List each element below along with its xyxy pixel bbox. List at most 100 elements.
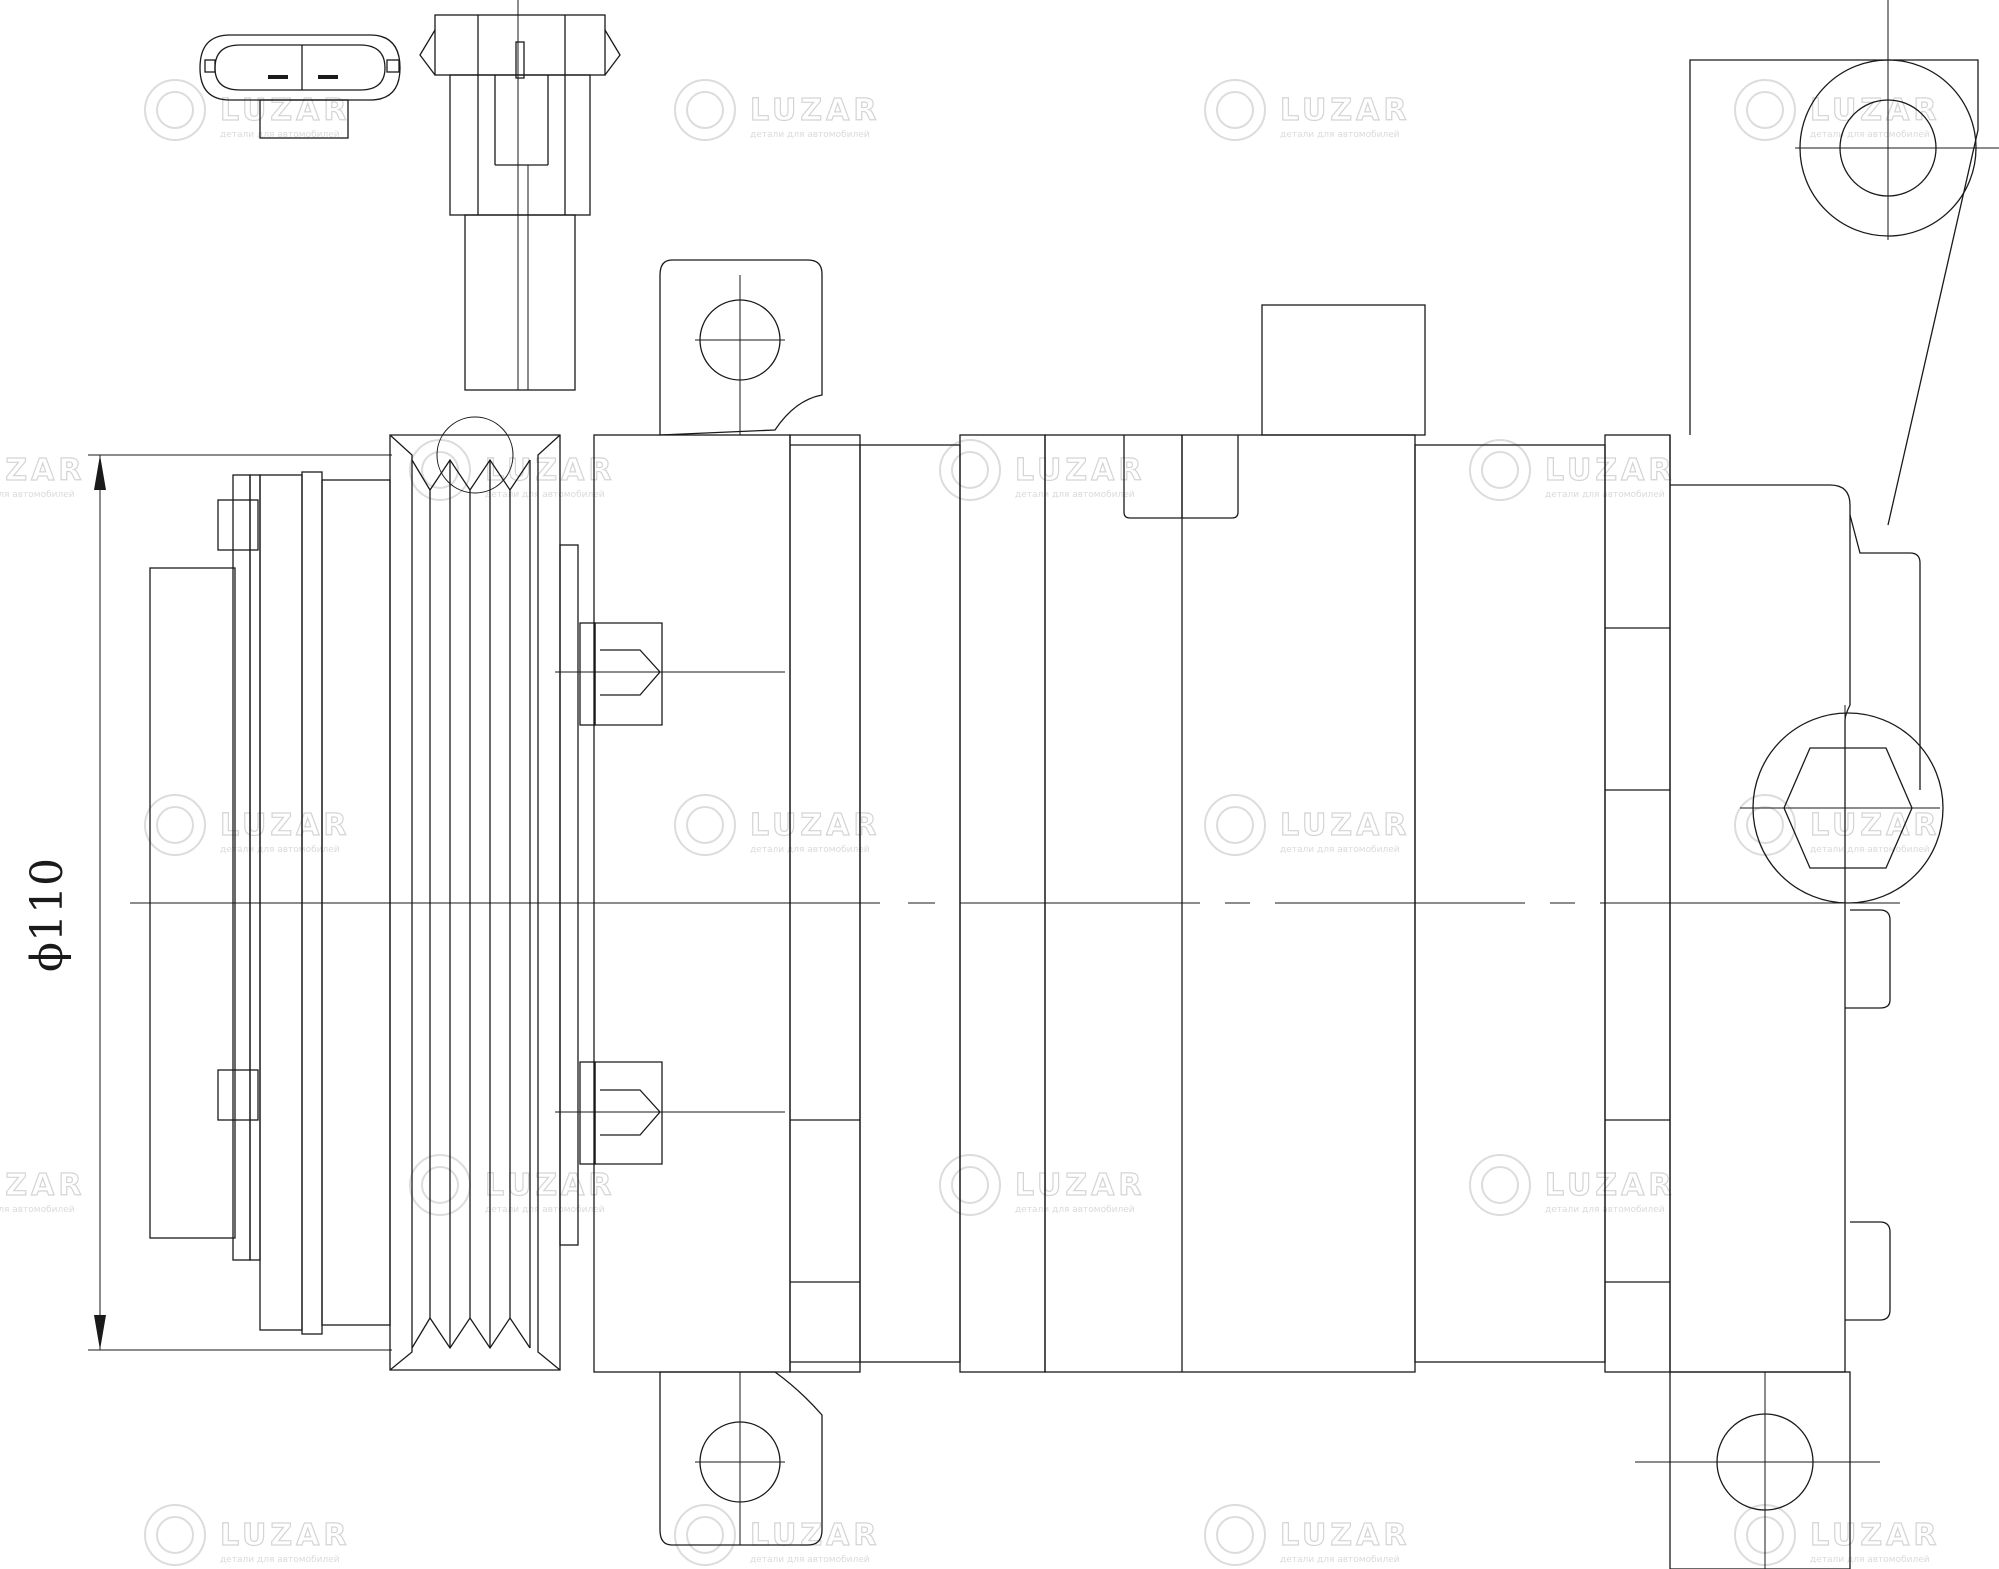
watermark: LUZAR детали для автомобилей (1204, 794, 1410, 856)
luzar-logo-icon (144, 1504, 206, 1566)
diameter-label: ϕ110 (22, 858, 73, 972)
watermark-tagline: детали для автомобилей (485, 490, 605, 500)
watermark: LUZAR детали для автомобилей (1734, 79, 1940, 141)
watermark: LUZAR детали для автомобилей (939, 1154, 1145, 1216)
watermark-brand: LUZAR (750, 808, 880, 843)
watermark-brand: LUZAR (1810, 1518, 1940, 1553)
luzar-logo-icon (1734, 79, 1796, 141)
luzar-logo-inner-icon (1481, 1166, 1519, 1204)
luzar-logo-icon (1469, 439, 1531, 501)
watermark-brand: LUZAR (220, 808, 350, 843)
luzar-logo-icon (939, 1154, 1001, 1216)
watermark-tagline: детали для автомобилей (0, 490, 75, 500)
luzar-logo-inner-icon (156, 1516, 194, 1554)
watermark: LUZAR детали для автомобилей (144, 1504, 350, 1566)
mounting-ear-bottom (659, 1371, 823, 1546)
watermark-tagline: детали для автомобилей (1015, 1205, 1135, 1215)
watermark-brand: LUZAR (1545, 1168, 1675, 1203)
luzar-logo-inner-icon (1746, 91, 1784, 129)
watermark-brand: LUZAR (1015, 453, 1145, 488)
watermark: LUZAR детали для автомобилей (674, 79, 880, 141)
luzar-logo-inner-icon (1216, 1516, 1254, 1554)
watermark-brand: LUZAR (485, 1168, 615, 1203)
watermark-tagline: детали для автомобилей (0, 1205, 75, 1215)
watermark-brand: LUZAR (750, 1518, 880, 1553)
luzar-logo-inner-icon (951, 1166, 989, 1204)
luzar-logo-icon (1204, 79, 1266, 141)
electrical-connector-side (419, 0, 621, 391)
electrical-connector-front (199, 34, 401, 139)
watermark-brand: LUZAR (1280, 808, 1410, 843)
watermark-brand: LUZAR (1810, 808, 1940, 843)
watermark-brand: LUZAR (1280, 93, 1410, 128)
watermark-tagline: детали для автомобилей (1810, 845, 1930, 855)
mounting-ear-top (659, 259, 823, 436)
luzar-logo-inner-icon (421, 451, 459, 489)
luzar-logo-icon (939, 439, 1001, 501)
watermark: LUZAR детали для автомобилей (0, 1167, 85, 1215)
mounting-bracket-top-right (1689, 0, 1999, 526)
luzar-logo-inner-icon (686, 1516, 724, 1554)
diameter-dimension: ϕ110 (22, 454, 392, 1351)
luzar-logo-inner-icon (1746, 806, 1784, 844)
watermark: LUZAR детали для автомобилей (674, 1504, 880, 1566)
watermark-tagline: детали для автомобилей (1015, 490, 1135, 500)
luzar-logo-inner-icon (951, 451, 989, 489)
watermark: LUZAR детали для автомобилей (1204, 79, 1410, 141)
luzar-logo-inner-icon (686, 806, 724, 844)
luzar-logo-icon (1469, 1154, 1531, 1216)
watermark: LUZAR детали для автомобилей (0, 452, 85, 500)
watermark: LUZAR детали для автомобилей (674, 794, 880, 856)
watermark-tagline: детали для автомобилей (1280, 1555, 1400, 1565)
luzar-logo-icon (1204, 1504, 1266, 1566)
watermark-tagline: детали для автомобилей (1810, 1555, 1930, 1565)
bolt-upper (555, 622, 785, 726)
luzar-logo-icon (144, 794, 206, 856)
luzar-logo-icon (674, 79, 736, 141)
luzar-logo-inner-icon (1216, 91, 1254, 129)
watermark: LUZAR детали для автомобилей (144, 79, 350, 141)
watermark: LUZAR детали для автомобилей (1734, 794, 1940, 856)
watermark-tagline: детали для автомобилей (1280, 845, 1400, 855)
luzar-logo-inner-icon (686, 91, 724, 129)
luzar-logo-icon (674, 794, 736, 856)
luzar-logo-inner-icon (421, 1166, 459, 1204)
luzar-logo-icon (409, 1154, 471, 1216)
watermark: LUZAR детали для автомобилей (1204, 1504, 1410, 1566)
watermark-brand: LUZAR (1545, 453, 1675, 488)
watermark-tagline: детали для автомобилей (485, 1205, 605, 1215)
luzar-logo-icon (1204, 794, 1266, 856)
watermark-tagline: детали для автомобилей (750, 130, 870, 140)
luzar-logo-inner-icon (156, 806, 194, 844)
watermark-brand: LUZAR (1015, 1168, 1145, 1203)
bolt-lower (555, 1061, 785, 1165)
watermark-brand: LUZAR (220, 93, 350, 128)
luzar-logo-inner-icon (1216, 806, 1254, 844)
watermark-tagline: детали для автомобилей (220, 1555, 340, 1565)
watermark-tagline: детали для автомобилей (750, 845, 870, 855)
watermark-tagline: детали для автомобилей (220, 845, 340, 855)
watermark-tagline: детали для автомобилей (750, 1555, 870, 1565)
watermark: LUZAR детали для автомобилей (409, 1154, 615, 1216)
watermark-brand: LUZAR (1280, 1518, 1410, 1553)
luzar-logo-inner-icon (156, 91, 194, 129)
luzar-logo-inner-icon (1481, 451, 1519, 489)
watermark: LUZAR детали для автомобилей (939, 439, 1145, 501)
pulley (389, 416, 579, 1371)
watermark-brand: LUZAR (1810, 93, 1940, 128)
watermark: LUZAR детали для автомобилей (1734, 1504, 1940, 1566)
watermark-tagline: детали для автомобилей (1280, 130, 1400, 140)
watermark-tagline: детали для автомобилей (1810, 130, 1930, 140)
watermark: LUZAR детали для автомобилей (144, 794, 350, 856)
luzar-logo-icon (674, 1504, 736, 1566)
watermark-brand: LUZAR (0, 453, 85, 488)
watermark-brand: LUZAR (750, 93, 880, 128)
watermark-brand: LUZAR (220, 1518, 350, 1553)
luzar-logo-icon (144, 79, 206, 141)
watermark-tagline: детали для автомобилей (220, 130, 340, 140)
watermark-brand: LUZAR (0, 1168, 85, 1203)
